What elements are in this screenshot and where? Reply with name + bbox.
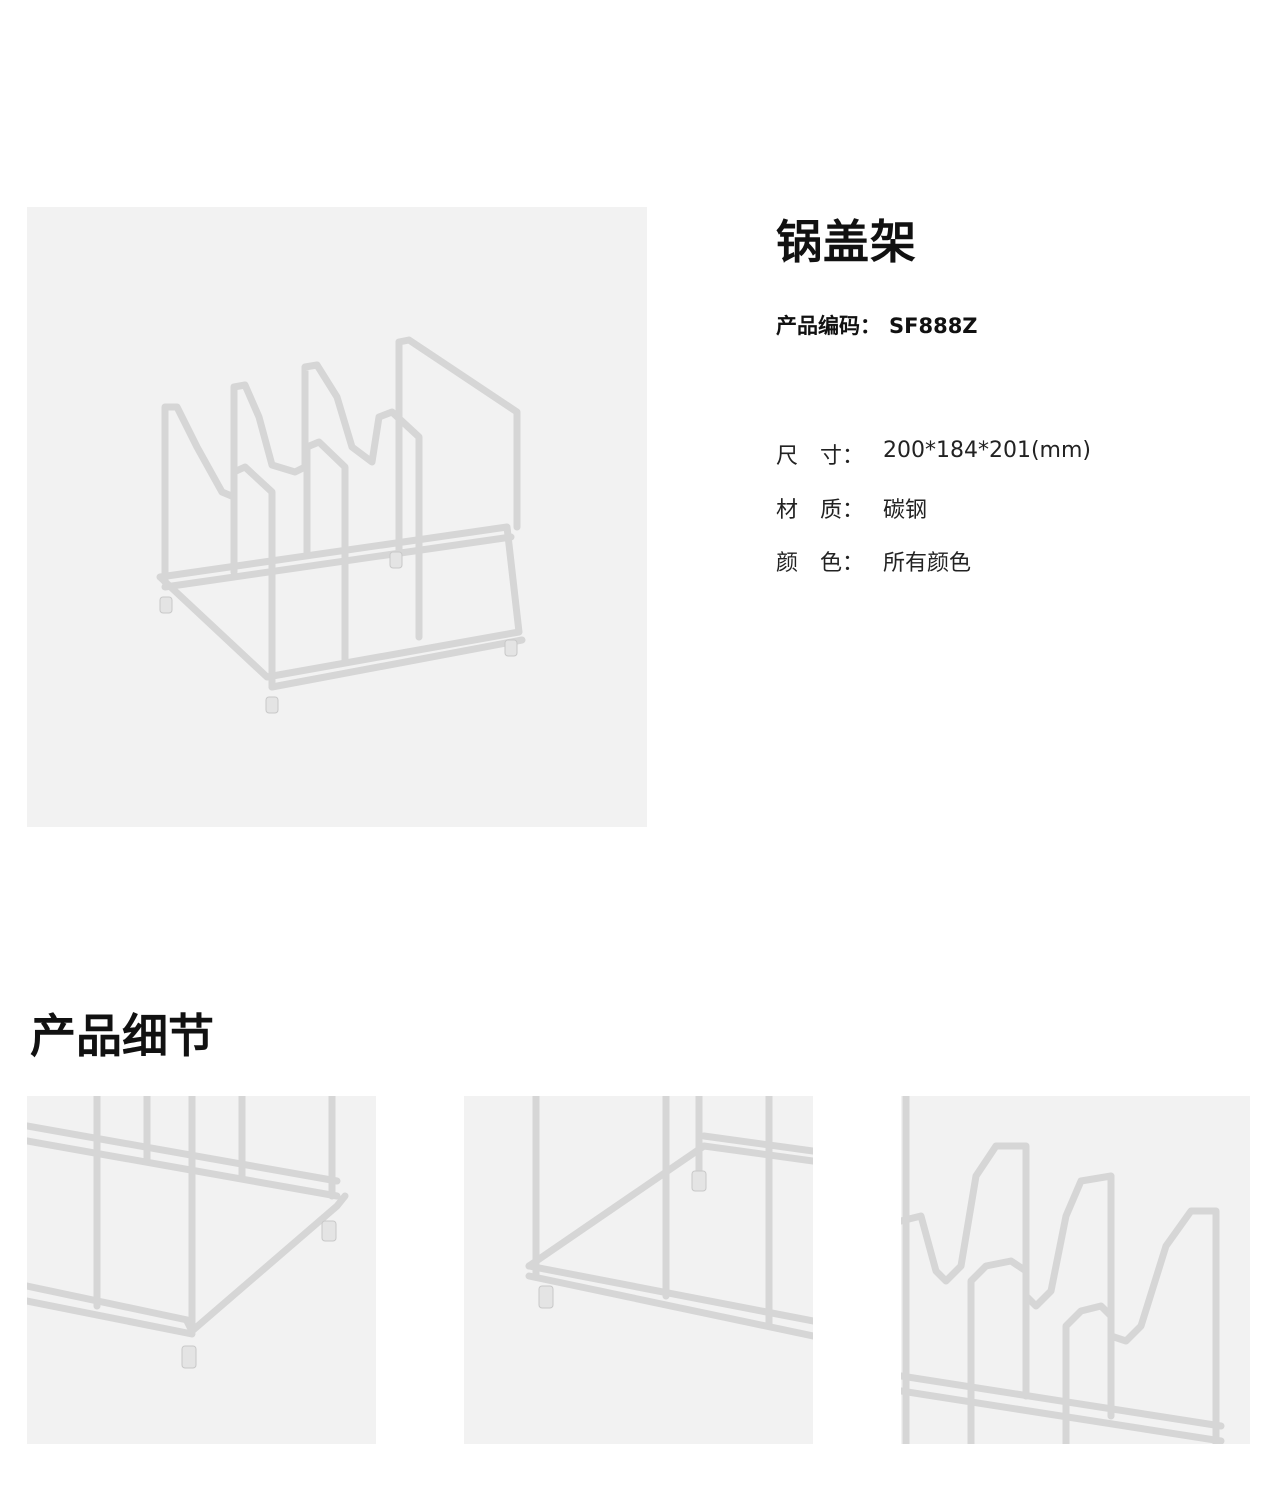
spec-color: 颜 色： 所有颜色: [776, 545, 971, 577]
pot-lid-rack-illustration: [156, 336, 526, 714]
section-title-details: 产品细节: [30, 1009, 214, 1063]
detail-image-2: [464, 1096, 813, 1444]
spec-value: 所有颜色: [883, 551, 972, 576]
product-code-value: SF888Z: [889, 314, 978, 338]
spec-label: 材 质：: [776, 498, 865, 523]
detail-image-3: [901, 1096, 1250, 1444]
rack-slots-detail: [901, 1096, 1225, 1444]
product-code: 产品编码： SF888Z: [776, 310, 978, 340]
spec-value: 碳钢: [883, 498, 928, 523]
spec-label: 颜 色：: [776, 551, 865, 576]
product-code-label: 产品编码：: [776, 314, 881, 338]
spec-size: 尺 寸： 200*184*201(mm): [776, 438, 1091, 470]
detail-image-1: [27, 1096, 376, 1444]
spec-material: 材 质： 碳钢: [776, 492, 927, 524]
spec-value: 200*184*201(mm): [883, 438, 1092, 463]
main-product-image: [27, 207, 647, 827]
spec-label: 尺 寸：: [776, 444, 865, 469]
rack-base-detail: [27, 1096, 349, 1369]
rack-corner-detail: [525, 1096, 813, 1340]
product-title: 锅盖架: [776, 215, 917, 269]
